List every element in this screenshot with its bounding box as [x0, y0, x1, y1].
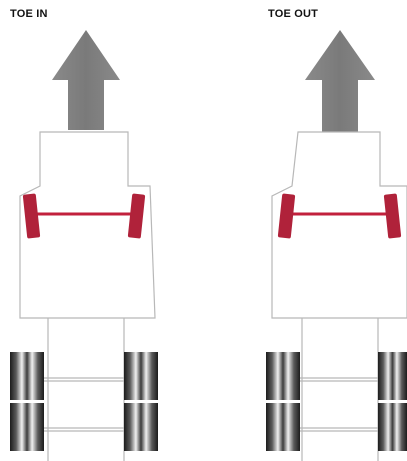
toe-out-label: TOE OUT [268, 8, 319, 20]
tire-icon [124, 403, 158, 451]
up-arrow-icon [52, 30, 120, 130]
tire-icon [378, 403, 407, 451]
left-front-wheel-icon [277, 193, 296, 239]
tire-icon [10, 403, 44, 451]
left-front-wheel-icon [22, 193, 41, 239]
toe-out-vehicle [266, 30, 407, 461]
tire-icon [266, 403, 300, 451]
tire-icon [124, 352, 158, 400]
vehicle-body [271, 131, 407, 319]
right-front-wheel-icon [127, 193, 146, 239]
vehicle-body [19, 131, 156, 319]
tire-icon [378, 352, 407, 400]
rear-tires [266, 352, 407, 451]
rear-tires [10, 352, 158, 451]
tire-icon [10, 352, 44, 400]
toe-in-label: TOE IN [10, 8, 48, 20]
up-arrow-icon [305, 30, 375, 142]
rear-frame [44, 318, 128, 461]
toe-in-vehicle [10, 30, 158, 461]
right-front-wheel-icon [383, 193, 402, 239]
tire-icon [266, 352, 300, 400]
